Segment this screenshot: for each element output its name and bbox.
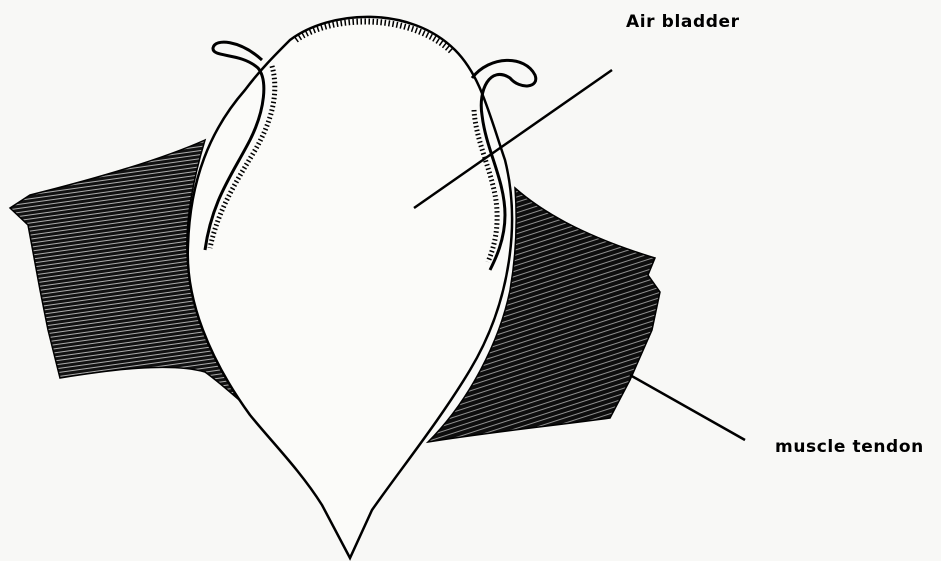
bladder-outline	[188, 17, 512, 558]
air-bladder-label: Air bladder	[626, 12, 740, 32]
muscle-tendon-label: muscle tendon	[775, 437, 924, 457]
muscle-tendon-leader-line	[630, 375, 745, 440]
